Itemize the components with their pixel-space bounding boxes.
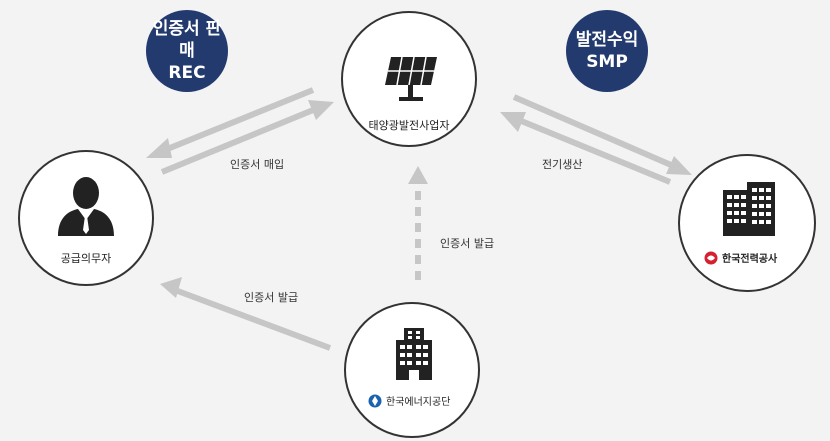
energy-agency-logo: 한국에너지공단 xyxy=(368,393,450,408)
smp-badge: 발전수익 SMP xyxy=(566,10,648,92)
edge-label-issue-obligor: 인증서 발급 xyxy=(244,291,299,304)
supply-obligor-label: 공급의무자 xyxy=(60,252,112,265)
kepco-label: 한국전력공사 xyxy=(722,254,778,265)
arrow-obligor-to-solar xyxy=(160,100,334,175)
solar-producer-label: 태양광발전사업자 xyxy=(368,119,450,132)
arrow-energy-to-obligor xyxy=(160,277,332,351)
person-icon xyxy=(58,177,114,236)
edge-label-generate: 전기생산 xyxy=(542,158,583,171)
rec-badge-line1: 인증서 판매 xyxy=(152,19,222,61)
arrow-kepco-to-solar xyxy=(500,112,672,185)
energy-agency-logo-icon xyxy=(368,394,382,407)
energy-agency-node: 한국에너지공단 xyxy=(344,302,480,438)
arrow-solar-to-kepco xyxy=(512,94,692,175)
edge-label-issue-solar: 인증서 발급 xyxy=(440,237,495,250)
smp-badge-line2: SMP xyxy=(586,52,628,72)
building-icon xyxy=(723,182,775,236)
kepco-logo-icon xyxy=(704,251,718,264)
rec-badge: 인증서 판매 REC xyxy=(146,10,228,92)
edge-label-buy-cert: 인증서 매입 xyxy=(230,158,285,171)
arrow-energy-to-solar xyxy=(408,166,428,280)
supply-obligor-node: 공급의무자 xyxy=(18,150,154,286)
kepco-logo: 한국전력공사 xyxy=(704,250,777,265)
smp-badge-line1: 발전수익 xyxy=(575,30,639,50)
kepco-node: 한국전력공사 xyxy=(678,154,816,292)
solar-panel-icon xyxy=(385,56,437,101)
office-building-icon xyxy=(396,328,432,380)
arrow-solar-to-obligor xyxy=(146,87,315,158)
solar-producer-node: 태양광발전사업자 xyxy=(341,11,477,147)
rec-badge-line2: REC xyxy=(168,63,206,83)
energy-agency-label: 한국에너지공단 xyxy=(386,397,451,408)
